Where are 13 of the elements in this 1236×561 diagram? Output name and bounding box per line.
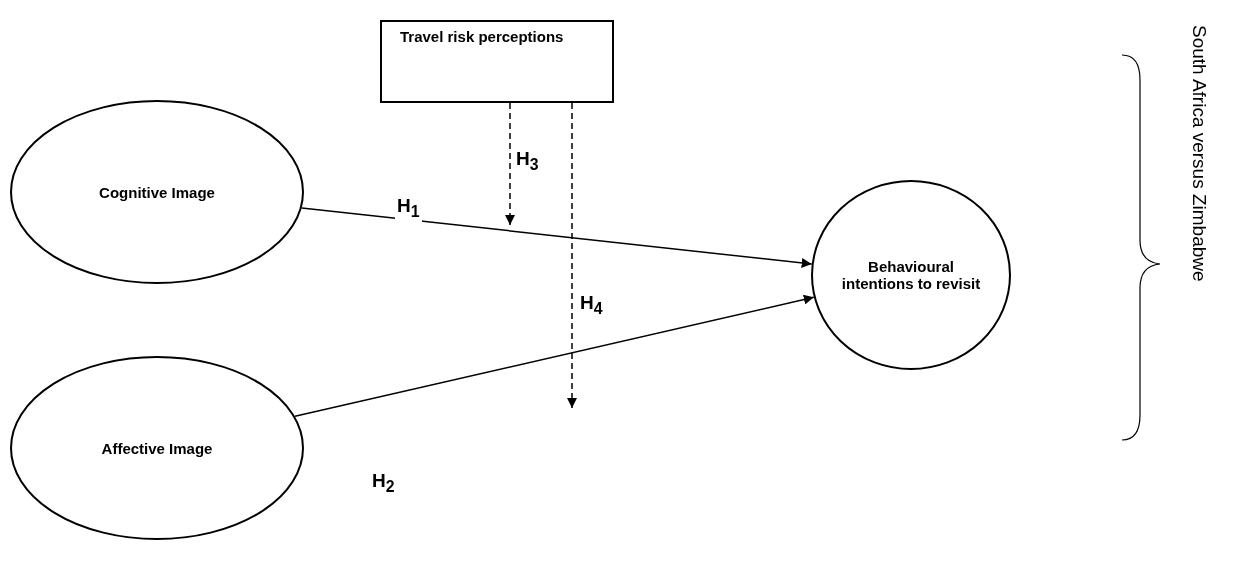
construct-label: Affective Image [100,439,214,457]
variable-label: Travel risk perceptions [400,28,565,45]
construct-ellipse [811,180,1011,370]
dashed-arrow [567,102,577,409]
variable-box [380,20,614,103]
construct-ellipse [10,100,304,284]
construct-ellipse [10,356,304,540]
construct-label: Behavioural intentions to revisit [841,258,981,292]
arrow [301,207,813,268]
arrow [294,294,815,418]
dashed-arrow [505,102,515,226]
construct-label: Cognitive Image [98,183,216,201]
side-note: South Africa versus Zimbabwe [1188,25,1210,282]
